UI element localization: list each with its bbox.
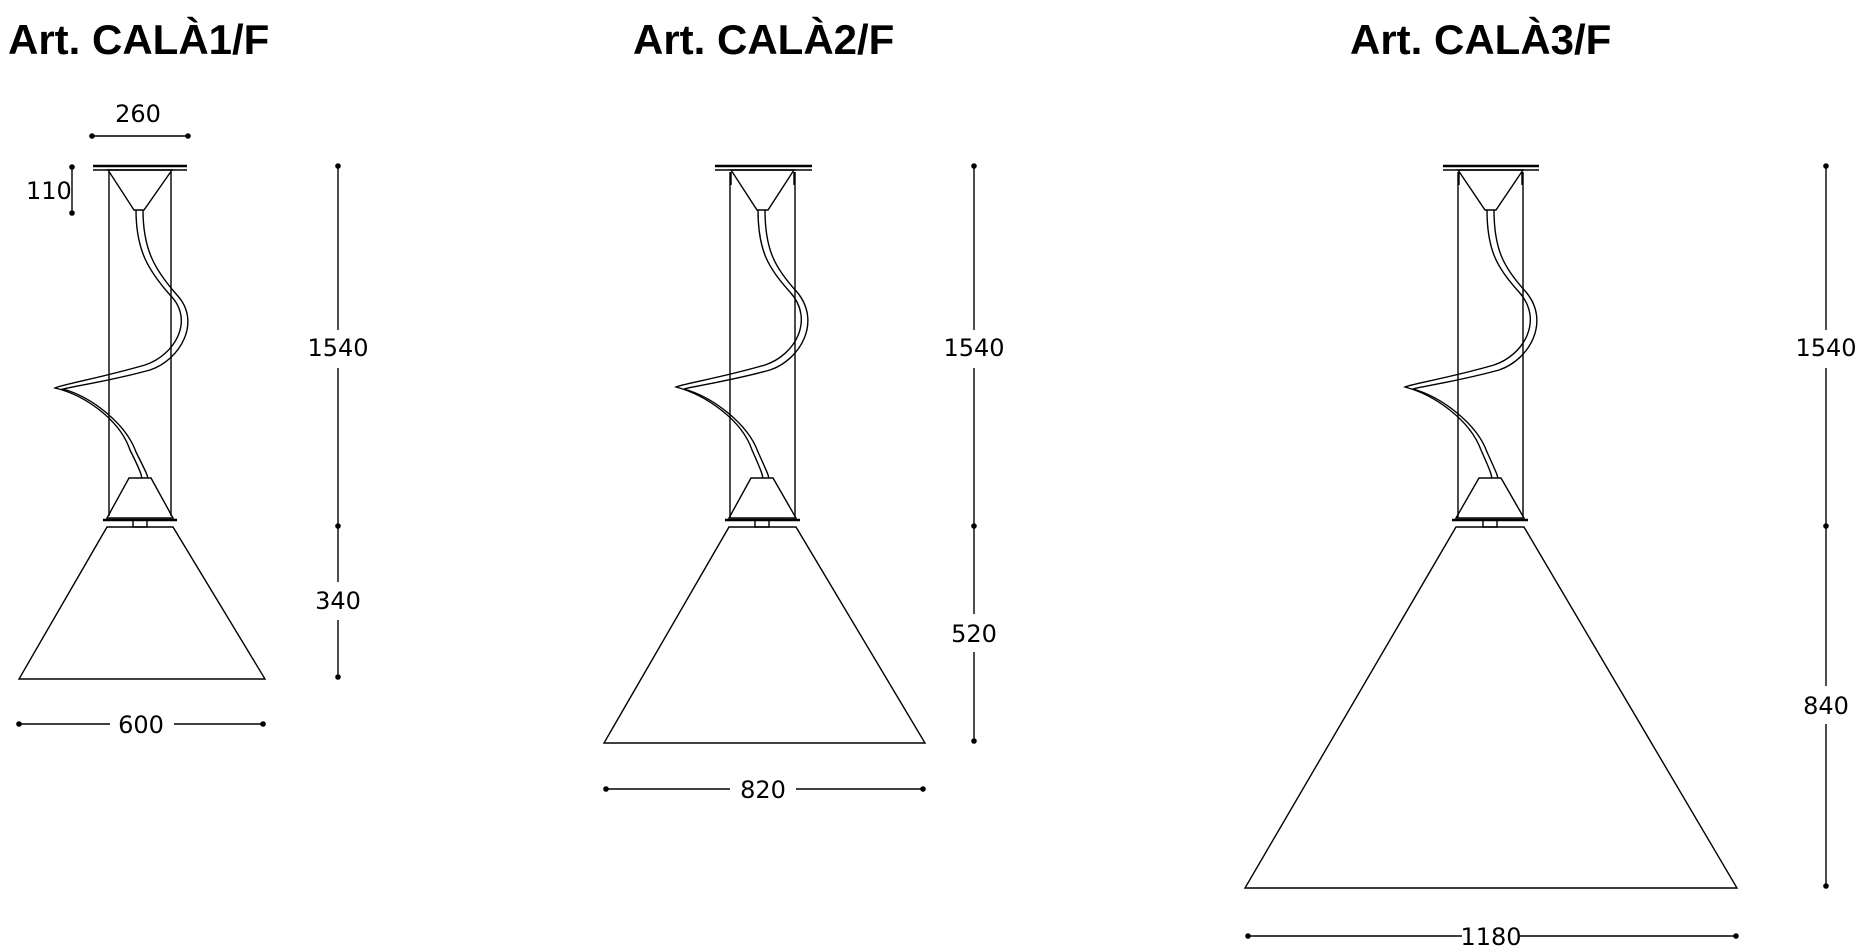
lamp-1-height-dimensions: 1540 340 [307, 163, 369, 680]
lamp-3-height-dimensions: 1540 840 [1795, 163, 1857, 889]
lamp-1-suspension-wires [108, 185, 172, 516]
lamp-3-shade [1243, 526, 1739, 889]
lamp-2-shade [602, 526, 927, 744]
lamp-1-shade-width-label: 600 [118, 711, 164, 739]
lamp-2-lamp-head [725, 477, 800, 528]
lamp-1-shade-height-label: 340 [315, 587, 361, 615]
lamp-1-drawing: Art. CALÀ1/F 260 110 [8, 16, 369, 739]
lamp-1-canopy [93, 164, 187, 211]
lamp-3-shade-width-dimension: 1180 [1245, 923, 1739, 948]
lamp-1-canopy-height-dimension: 110 [26, 164, 75, 216]
lamp-2-shade-width-dimension: 820 [603, 776, 926, 804]
lamp-3-shade-height-label: 840 [1803, 692, 1849, 720]
lamp-3-canopy [1443, 164, 1539, 211]
lamp-2-shade-width-label: 820 [740, 776, 786, 804]
lamp-2-canopy [715, 164, 812, 211]
lamp-1-total-height-label: 1540 [307, 334, 368, 362]
lamp-1-canopy-height-label: 110 [26, 177, 72, 205]
lamp-3-shade-width-label: 1180 [1460, 923, 1521, 948]
lamp-2-height-dimensions: 1540 520 [943, 163, 1005, 744]
lamp-3-lamp-head [1452, 477, 1528, 528]
lamp-2-shade-height-label: 520 [951, 620, 997, 648]
lamp-3-cable [1403, 209, 1538, 479]
lamp-1-canopy-width-dimension: 260 [89, 100, 191, 139]
lamp-1-shade [17, 526, 267, 680]
lamp-1-canopy-width-label: 260 [115, 100, 161, 128]
lamp-2-title: Art. CALÀ2/F [633, 16, 894, 63]
lamp-1-lamp-head [103, 477, 177, 528]
lamp-3-title: Art. CALÀ3/F [1350, 16, 1611, 63]
lamp-1-title: Art. CALÀ1/F [8, 16, 269, 63]
lamp-1-shade-width-dimension: 600 [16, 711, 266, 739]
lamp-3-drawing: Art. CALÀ3/F [1243, 16, 1857, 948]
lamp-3-total-height-label: 1540 [1795, 334, 1856, 362]
lamp-3-suspension-wires [1457, 172, 1524, 518]
lamp-2-total-height-label: 1540 [943, 334, 1004, 362]
lamp-2-suspension-wires [729, 172, 796, 518]
lamp-2-cable [674, 209, 809, 479]
lamp-2-drawing: Art. CALÀ2/F [602, 16, 1005, 804]
lamp-1-cable [53, 209, 189, 479]
